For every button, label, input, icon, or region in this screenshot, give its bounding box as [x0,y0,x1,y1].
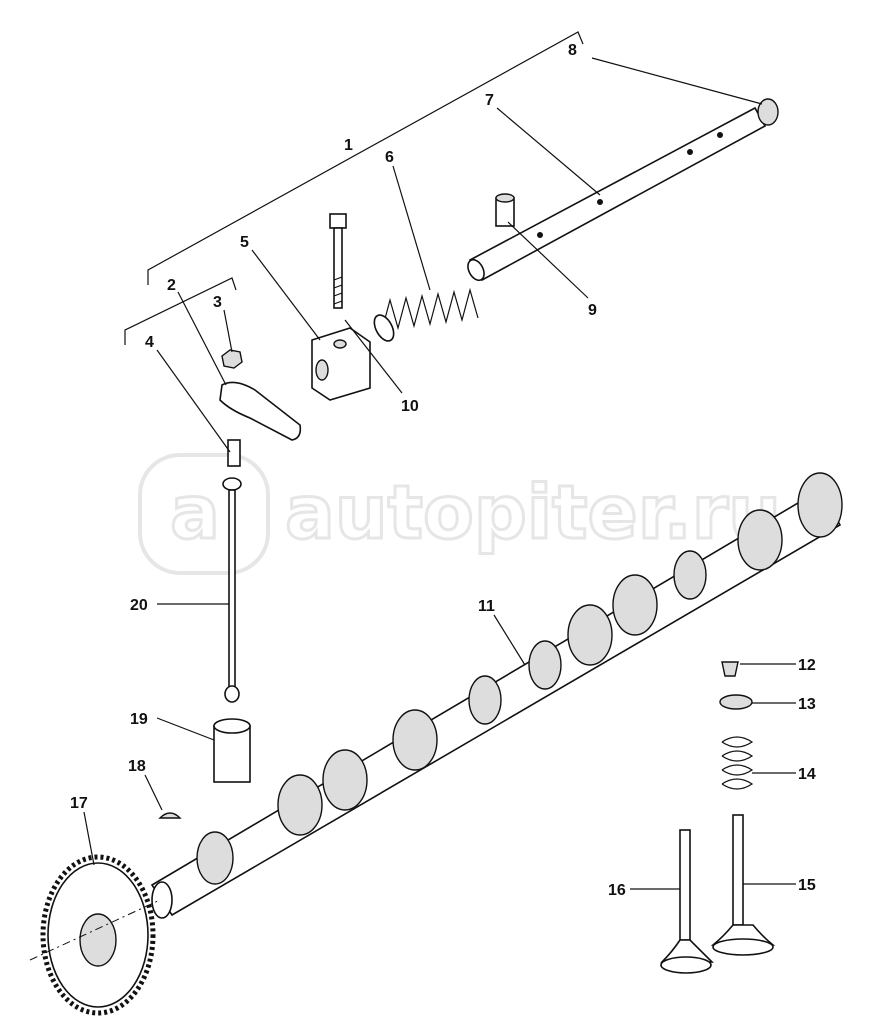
rocker-arm [219,381,302,441]
watermark-text: autopiter.ru [285,470,781,556]
callout-4: 4 [145,334,154,351]
watermark: a autopiter.ru [138,453,782,575]
callout-11: 11 [478,598,495,615]
tappet [213,718,251,783]
valve-keeper [721,661,739,677]
leader-lines [83,57,796,890]
callout-10: 10 [401,398,419,415]
callout-17: 17 [70,795,88,812]
valve-spring [721,736,754,790]
callout-13: 13 [798,696,816,713]
cam-gear [40,854,156,1016]
callout-9: 9 [588,302,597,319]
callout-6: 6 [385,149,394,166]
callout-20: 20 [130,597,148,614]
bracket-assembly-2 [124,277,237,345]
spring-retainer [719,694,753,710]
callout-1: 1 [344,137,353,154]
intake-valve [660,829,714,974]
callout-18: 18 [128,758,146,775]
oil-fitting [495,193,515,227]
bolt [329,213,347,309]
adjusting-screw [227,439,241,467]
callout-14: 14 [798,766,816,783]
callouts: 1 2 3 4 5 6 7 8 9 10 11 12 13 14 15 16 1… [70,42,816,899]
callout-3: 3 [213,294,222,311]
woodruff-key [158,812,182,819]
gear-axis [29,899,161,961]
rocker-bracket [311,327,371,401]
watermark-logo-letter: a [170,470,220,556]
rocker-spring [373,287,479,342]
bracket-assembly-1 [147,31,584,285]
watermark-logo [138,453,270,575]
callout-2: 2 [167,277,176,294]
camshaft [150,472,843,919]
rocker-shaft [467,106,767,282]
callout-16: 16 [608,882,626,899]
nut [221,349,243,369]
callout-15: 15 [798,877,816,894]
callout-19: 19 [130,711,148,728]
pushrod [222,477,242,703]
callout-7: 7 [485,92,494,109]
callout-5: 5 [240,234,249,251]
callout-12: 12 [798,657,816,674]
callout-8: 8 [568,42,577,59]
shaft-plug [757,98,779,126]
exhaust-valve [710,814,776,956]
